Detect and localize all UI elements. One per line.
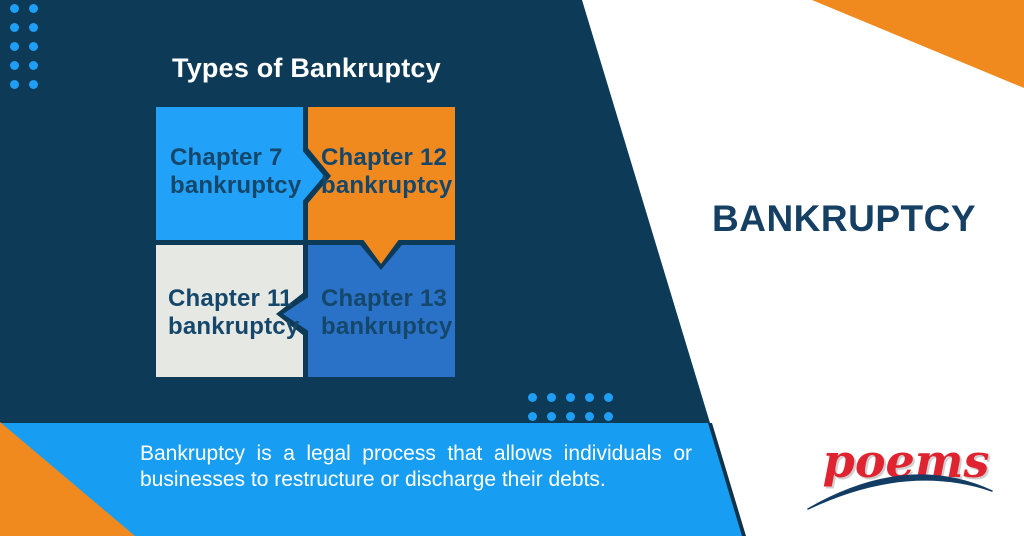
dot	[566, 412, 575, 421]
dot	[528, 393, 537, 402]
logo-swoosh-icon	[807, 474, 993, 510]
dot	[547, 412, 556, 421]
dot	[528, 412, 537, 421]
dot	[10, 80, 19, 89]
bankruptcy-puzzle-diagram	[156, 107, 455, 377]
dot	[547, 393, 556, 402]
dot	[585, 393, 594, 402]
dots-pattern-bottom	[528, 393, 613, 421]
dot	[29, 23, 38, 32]
tab-chapter-13	[283, 296, 310, 332]
label-line: bankruptcy	[321, 172, 453, 199]
label-line: bankruptcy	[168, 313, 300, 340]
dot	[604, 393, 613, 402]
dot	[566, 393, 575, 402]
dot	[29, 42, 38, 51]
piece-chapter-7	[156, 107, 303, 240]
label-line: bankruptcy	[321, 313, 453, 340]
dot	[29, 80, 38, 89]
dot	[10, 23, 19, 32]
dot	[10, 4, 19, 13]
piece-chapter-11	[156, 245, 303, 377]
dot	[29, 61, 38, 70]
dot	[585, 412, 594, 421]
footer-description: Bankruptcy is a legal process that allow…	[140, 442, 692, 491]
dots-pattern-top-left	[10, 4, 38, 89]
label-line: Chapter 7	[170, 144, 283, 171]
dot	[10, 61, 19, 70]
tab-chapter-12	[362, 238, 400, 264]
label-line: bankruptcy	[170, 172, 302, 199]
piece-chapter-12	[308, 107, 455, 240]
dot	[10, 42, 19, 51]
label-line: Chapter 11	[168, 285, 293, 312]
tab-chapter-7	[301, 149, 324, 203]
page-title: Types of Bankruptcy	[172, 53, 441, 83]
label-line: Chapter 12	[321, 144, 448, 171]
poems-logo: poems	[800, 432, 1012, 528]
label-line: Chapter 13	[321, 285, 448, 312]
main-heading: BANKRUPTCY	[712, 198, 976, 239]
dot	[29, 4, 38, 13]
dot	[604, 412, 613, 421]
footer-blue-band	[0, 423, 744, 536]
